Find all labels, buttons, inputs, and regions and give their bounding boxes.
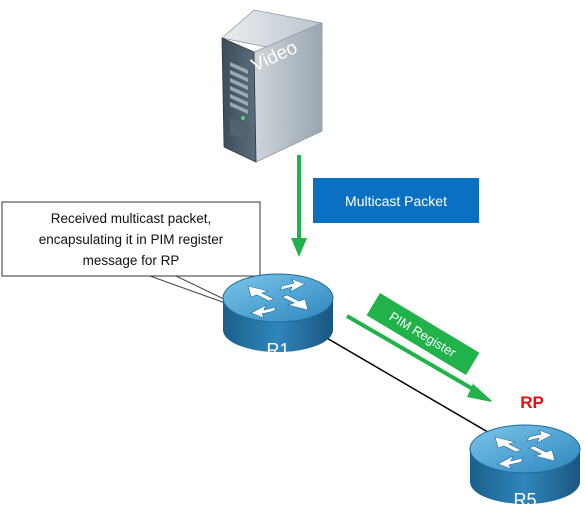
video-server: Video bbox=[221, 9, 323, 163]
router-r5-label: R5 bbox=[513, 490, 536, 510]
pim-register-banner: PIM Register bbox=[366, 292, 480, 376]
callout-line-2: encapsulating it in PIM register bbox=[38, 231, 224, 247]
callout-box bbox=[1, 201, 261, 277]
multicast-arrow bbox=[291, 155, 307, 257]
callout-text: Received multicast packet, encapsulating… bbox=[2, 202, 260, 276]
link-r1-r5 bbox=[324, 336, 511, 446]
server-power-led bbox=[241, 116, 245, 120]
callout-line-1: Received multicast packet, bbox=[50, 210, 212, 226]
router-r1-arrows-icon bbox=[247, 278, 309, 319]
multicast-packet-box: Multicast Packet bbox=[313, 178, 479, 223]
router-r5: R5 bbox=[469, 424, 581, 510]
router-r1: R1 bbox=[222, 273, 334, 360]
rp-label: RP bbox=[520, 393, 544, 412]
multicast-packet-label: Multicast Packet bbox=[345, 192, 447, 209]
callout-line-3: message for RP bbox=[82, 252, 180, 268]
router-r1-label: R1 bbox=[266, 340, 289, 360]
pim-register-arrow bbox=[345, 314, 492, 402]
server-drive-bays bbox=[230, 62, 248, 142]
router-r5-arrows-icon bbox=[494, 429, 556, 470]
